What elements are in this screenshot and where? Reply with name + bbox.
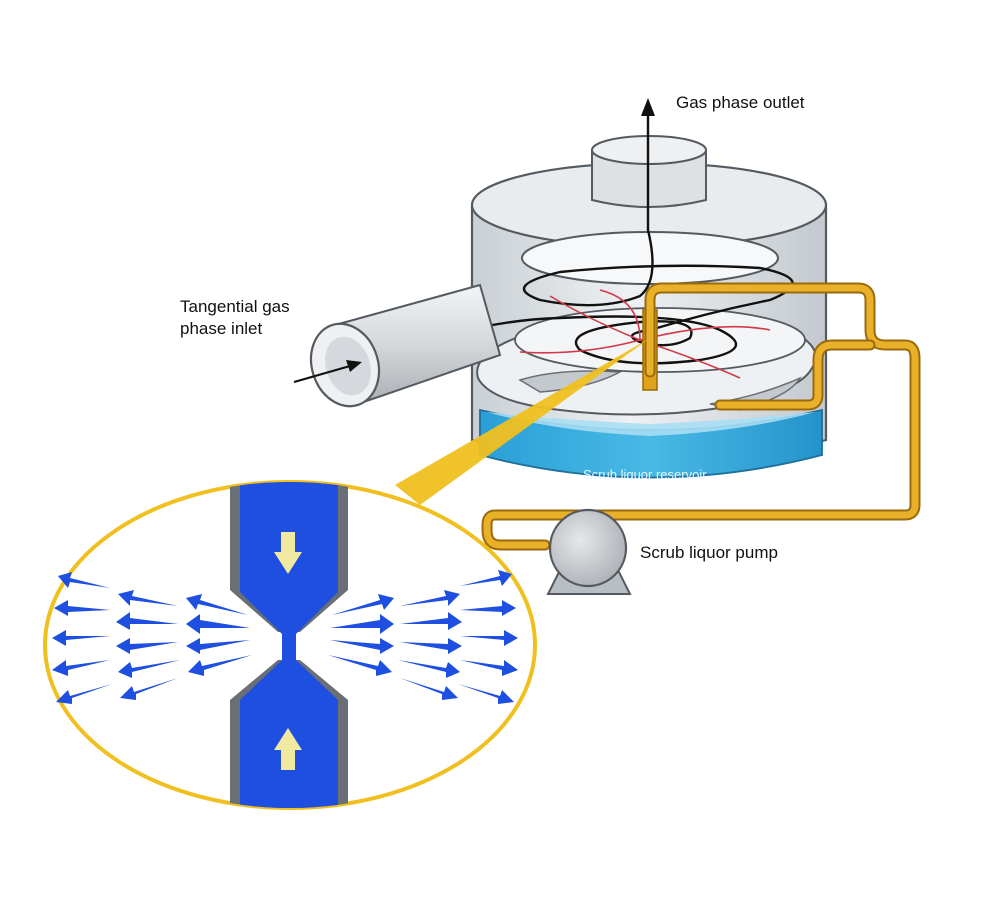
recirculation-piping: [481, 282, 921, 551]
spray-plate: [514, 307, 806, 373]
gas-inlet-label-line1: Tangential gas: [180, 297, 290, 316]
spray-arrow-icon: [52, 572, 252, 704]
reservoir-label: Scrub liquor reservoir: [583, 467, 707, 482]
gas-inlet-label-line2: phase inlet: [180, 319, 263, 338]
flow-arrow-up-icon: [274, 728, 302, 770]
gas-inlet-label: Tangential gas phase inlet: [180, 296, 290, 340]
arrow-up-icon: [641, 98, 655, 116]
gas-inlet-pipe: [293, 283, 502, 408]
spray-arrows: [52, 570, 518, 704]
spray-arrow-icon: [328, 570, 518, 704]
arrow-right-icon: [293, 364, 351, 384]
venturi-detail-zoom: [43, 480, 537, 810]
pump-label: Scrub liquor pump: [640, 543, 778, 562]
scrubber-vessel: [359, 110, 828, 479]
zoom-callout-wedge: [395, 338, 650, 505]
flow-arrow-down-icon: [274, 532, 302, 574]
gas-outlet-label: Gas phase outlet: [676, 93, 805, 112]
liquid-jet-channel: [240, 482, 338, 808]
liquid-surface: [486, 412, 816, 436]
pump-icon: [546, 508, 632, 595]
gas-flow-path: [359, 110, 794, 367]
